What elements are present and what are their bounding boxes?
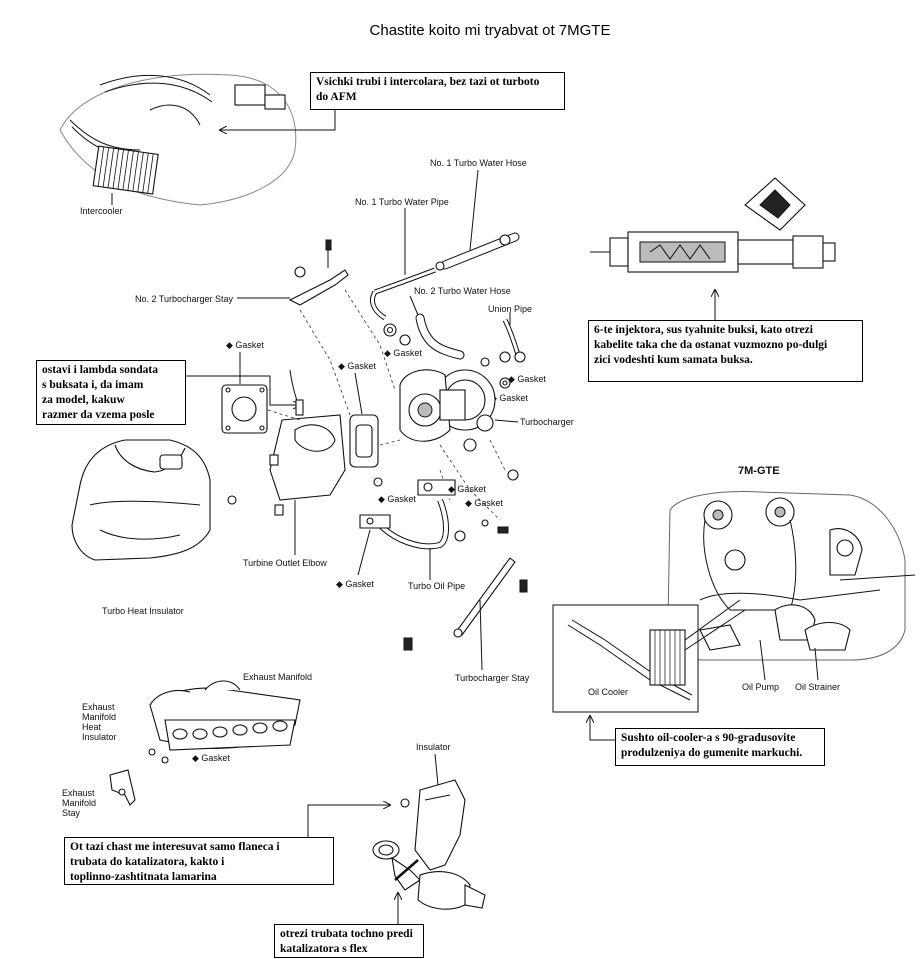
lambda-note-line-3: za model, kakuw [42, 394, 125, 406]
oil-cooler [567, 599, 746, 701]
injectors-note-line-3: zici vodeshti kum samata buksa. [594, 354, 753, 366]
page-title: Chastite koito mi tryabvat ot 7MGTE [369, 22, 611, 39]
insulator-label: Insulator [416, 742, 451, 752]
gasket-label-7: ◆ Gasket [448, 484, 486, 494]
water-hose-1 [435, 232, 520, 271]
injectors-note-line-1: 6-te injektora, sus tyahnite buksi, kato… [594, 324, 813, 336]
manifold-insulator-label-2: Manifold [82, 712, 116, 722]
lambda-note-line-2: s buksata i, da imam [42, 379, 144, 391]
gasket-turbo [349, 414, 379, 468]
water-hose-1-label: No. 1 Turbo Water Hose [430, 158, 527, 168]
oil-cooler-note-arrow [590, 716, 615, 741]
intercooler-label: Intercooler [80, 206, 123, 216]
turbo-heat-insulator-label: Turbo Heat Insulator [102, 606, 184, 616]
water-hose-2-label: No. 2 Turbo Water Hose [414, 286, 511, 296]
oil-pump-label: Oil Pump [742, 682, 779, 692]
manifold-stay-label-1: Exhaust [62, 788, 95, 798]
water-hose-2 [415, 313, 465, 360]
engine-illustration [667, 491, 916, 681]
manifold-stay-label-3: Stay [62, 808, 81, 818]
injectors-note: 6-te injektora, sus tyahnite buksi, kato… [588, 320, 863, 382]
exhaust-manifold-stay [109, 769, 136, 806]
exhaust-manifold [148, 680, 301, 764]
exhaust-manifold-label: Exhaust Manifold [243, 672, 312, 682]
gasket-label-8: ◆ Gasket [465, 498, 503, 508]
gasket-label-6: ◆ Gasket [378, 494, 416, 504]
flange-note-arrow [307, 805, 390, 838]
intercooler-note-line-2: do AFM [316, 91, 357, 103]
turbocharger-stay-2 [288, 239, 349, 306]
turbocharger-stay [403, 557, 528, 651]
oil-cooler-note: Sushto oil-cooler-a s 90-gradusovite pro… [615, 728, 825, 766]
cut-note-line-1: otrezi trubata tochno predi [280, 928, 413, 940]
water-pipe-1-label: No. 1 Turbo Water Pipe [355, 197, 449, 207]
gasket-label-9: ◆ Gasket [336, 579, 374, 589]
cut-note-line-2: katalizatora s flex [280, 943, 368, 955]
oil-cooler-label: Oil Cooler [588, 687, 628, 697]
gasket-label-1: ◆ Gasket [384, 348, 422, 358]
oil-cooler-note-line-2: produlzeniya do gumenite markuchi. [621, 747, 803, 759]
flange-note-line-2: trubata do katalizatora, kakto i [70, 856, 225, 868]
gasket-label-2: ◆ Gasket [508, 374, 546, 384]
lambda-note-line-1: ostavi i lambda sondata [42, 364, 158, 376]
oil-cooler-note-line-1: Sushto oil-cooler-a s 90-gradusovite [621, 732, 796, 744]
engine-label: 7M-GTE [738, 465, 780, 477]
union-pipe-label: Union Pipe [488, 304, 532, 314]
oil-strainer-label: Oil Strainer [795, 682, 840, 692]
manifold-stay-label-2: Manifold [62, 798, 96, 808]
manifold-insulator-label-1: Exhaust [82, 702, 115, 712]
turbocharger-label: Turbocharger [520, 417, 574, 427]
intercooler-note-line-1: Vsichki trubi i intercolara, bez tazi ot… [316, 76, 540, 88]
union-pipe [480, 318, 526, 367]
lambda-note: ostavi i lambda sondata s buksata i, da … [36, 360, 186, 425]
water-pipe-1 [370, 267, 436, 321]
gasket-pipe-small [383, 323, 511, 389]
flange-note-line-3: toplinno-zashtitnata lamarina [70, 871, 217, 883]
injectors-note-line-2: kabelite taka che da ostanat vuzmozno po… [594, 339, 828, 351]
turbocharger [399, 369, 496, 452]
turbocharger-stay-2-label: No. 2 Turbocharger Stay [135, 294, 234, 304]
turbocharger-stay-label: Turbocharger Stay [455, 673, 530, 683]
manifold-insulator-label-4: Insulator [82, 732, 117, 742]
gasket-outlet [221, 384, 268, 434]
injector-illustration [590, 177, 836, 273]
turbo-oil-pipe-label: Turbo Oil Pipe [408, 581, 465, 591]
lambda-note-line-4: razmer da vzema posle [42, 409, 155, 421]
gasket-label-4: ◆ Gasket [226, 340, 264, 350]
flange-note: Ot tazi chast me interesuvat samo flanec… [64, 837, 334, 885]
gasket-label-5: ◆ Gasket [338, 361, 376, 371]
intercooler-note: Vsichki trubi i intercolara, bez tazi ot… [310, 72, 565, 110]
gasket-label-10: ◆ Gasket [192, 753, 230, 763]
cut-note: otrezi trubata tochno predi katalizatora… [274, 924, 424, 958]
turbo-oil-pipe [359, 469, 519, 550]
turbine-outlet-label: Turbine Outlet Elbow [243, 558, 327, 568]
manifold-insulator-label-3: Heat [82, 722, 102, 732]
catalyst-pipe [372, 840, 486, 910]
insulator [400, 779, 466, 871]
intercooler-note-arrow [220, 110, 336, 130]
flange-note-line-1: Ot tazi chast me interesuvat samo flanec… [70, 841, 280, 853]
turbine-outlet-elbow [227, 369, 346, 516]
lambda-note-arrow [185, 375, 300, 405]
turbo-heat-insulator [71, 439, 211, 561]
intercooler-illustration [59, 73, 297, 206]
gasket-label-3: ◆ Gasket [490, 393, 528, 403]
